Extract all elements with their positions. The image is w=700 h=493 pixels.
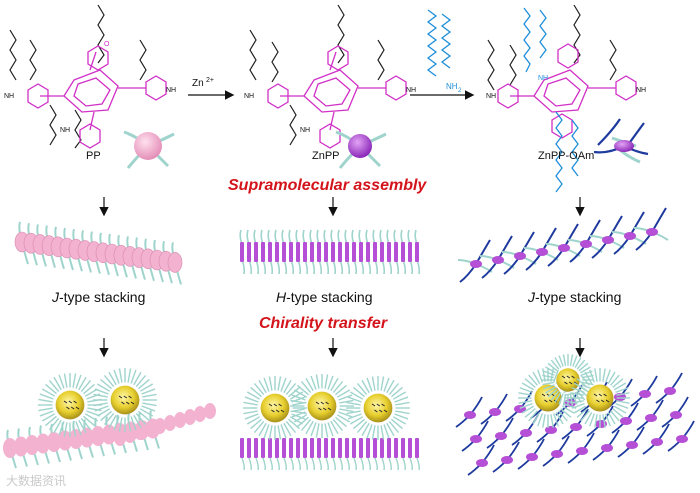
znpp-disc [317, 242, 321, 262]
svg-text:NH: NH [244, 93, 254, 100]
znpp-disc [415, 242, 419, 262]
znpp-disc [380, 242, 384, 262]
svg-text:NH: NH [446, 82, 458, 91]
h-type-stack-znpp [239, 229, 421, 275]
znpp-oam-schematic [593, 118, 649, 164]
znpp-disc [310, 242, 314, 262]
svg-text:NH: NH [486, 93, 496, 100]
znpp-oam-disc [602, 236, 614, 244]
svg-text:NH: NH [636, 87, 646, 94]
znpp-disc [331, 242, 335, 262]
znpp-label: ZnPP [312, 150, 340, 162]
znpp-disc [387, 242, 391, 262]
nanoparticle-assembly-middle [240, 374, 420, 471]
znpp-oam-disc [558, 244, 570, 252]
svg-text:2+: 2+ [206, 77, 214, 84]
znpp-disc [401, 242, 405, 262]
znpp-disc [282, 242, 286, 262]
znpp-schematic [335, 130, 387, 169]
znpp-disc [240, 242, 244, 262]
svg-text:NH: NH [300, 127, 310, 134]
znpp-oam-disc [514, 252, 526, 260]
znpp-disc [359, 242, 363, 262]
znpp-oam-disc [580, 240, 592, 248]
nanoparticle-assembly-right [455, 354, 695, 476]
znpp-disc [289, 242, 293, 262]
znpp-oam-disc [492, 256, 504, 264]
pp-molecule: NH O NH NH [4, 4, 176, 149]
supramolecular-assembly-title: Supramolecular assembly [228, 177, 427, 194]
znpp-molecule: NH NH NH [244, 4, 416, 149]
j-type-stack-znpp-oam [457, 207, 669, 283]
znpp-disc [275, 242, 279, 262]
pp-schematic [123, 130, 175, 169]
znpp-disc [261, 242, 265, 262]
znpp-oam-label: ZnPP-OAm [538, 150, 595, 162]
znpp-disc [303, 242, 307, 262]
j-type-stack-pp [14, 221, 183, 285]
znpp-oam-disc [470, 260, 482, 268]
pp-label: PP [86, 150, 101, 162]
svg-text:2: 2 [458, 88, 462, 94]
svg-text:NH: NH [60, 127, 70, 134]
znpp-oam-disc [646, 228, 658, 236]
znpp-disc [373, 242, 377, 262]
gold-nanoparticle [556, 368, 580, 392]
znpp-disc [394, 242, 398, 262]
znpp-disc [296, 242, 300, 262]
svg-text:Zn: Zn [192, 78, 204, 89]
h-type-stacking-label: H-type stacking [276, 289, 373, 305]
nanoparticle-assembly-left [3, 368, 216, 469]
svg-text:NH: NH [4, 93, 14, 100]
znpp-disc [345, 242, 349, 262]
gold-nanoparticle [110, 385, 140, 415]
znpp-disc [254, 242, 258, 262]
svg-text:NH: NH [166, 87, 176, 94]
svg-text:NH: NH [406, 87, 416, 94]
znpp-disc [352, 242, 356, 262]
znpp-disc [366, 242, 370, 262]
znpp-disc [324, 242, 328, 262]
svg-text:O: O [104, 41, 110, 48]
svg-text:NH: NH [538, 75, 548, 82]
oleylamine-reagent: NH 2 [426, 9, 462, 94]
chirality-transfer-title: Chirality transfer [259, 315, 388, 332]
gold-nanoparticle [586, 384, 614, 412]
znpp-disc [408, 242, 412, 262]
znpp-disc [268, 242, 272, 262]
gold-nanoparticle [363, 393, 393, 423]
j-type-stacking-right-label: J-type stacking [528, 289, 622, 305]
pp-disc [167, 252, 183, 273]
gold-nanoparticle [307, 391, 337, 421]
gold-nanoparticle [260, 393, 290, 423]
znpp-oam-disc [624, 232, 636, 240]
gold-nanoparticle [55, 390, 85, 420]
znpp-disc [338, 242, 342, 262]
j-type-stacking-left-label: J-type stacking [52, 289, 146, 305]
znpp-oam-molecule: NH NH NH [486, 4, 646, 193]
znpp-oam-disc [536, 248, 548, 256]
watermark: 大数据资讯 [6, 474, 67, 488]
znpp-disc [247, 242, 251, 262]
